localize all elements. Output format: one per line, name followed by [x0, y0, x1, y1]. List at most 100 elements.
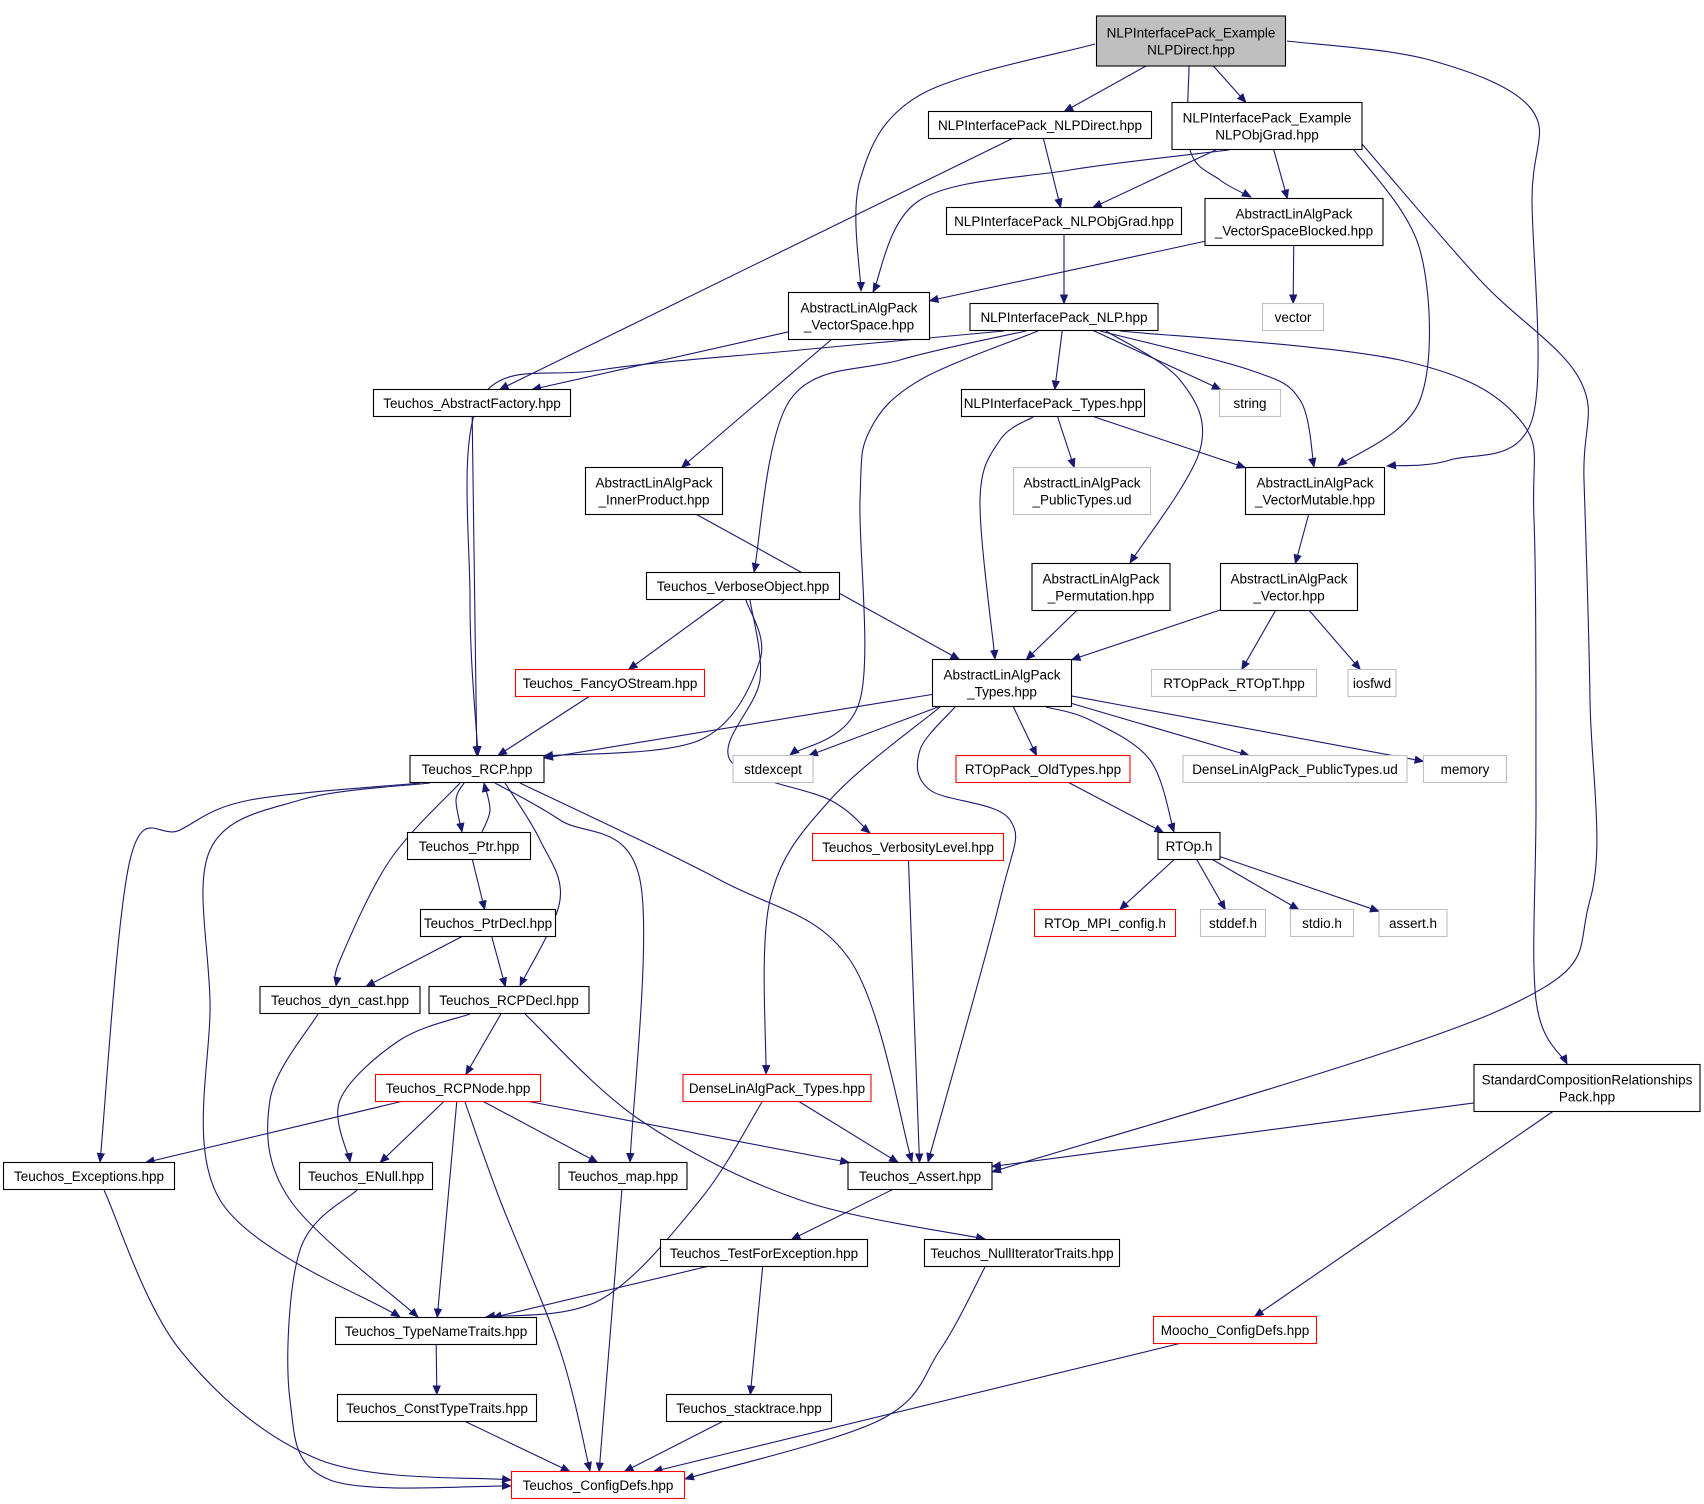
edge-rcpnode-to-map [483, 1101, 599, 1163]
node-label: DenseLinAlgPack_Types.hpp [689, 1081, 865, 1096]
node-label: vector [1275, 310, 1312, 325]
node-ptr[interactable]: Teuchos_Ptr.hpp [406, 831, 532, 861]
node-assert_h: assert.h [1378, 908, 1448, 938]
node-verbositylevel[interactable]: Teuchos_VerbosityLevel.hpp [811, 832, 1005, 862]
edge-line [1253, 1111, 1554, 1318]
edge-line [979, 416, 1034, 660]
node-enull[interactable]: Teuchos_ENull.hpp [298, 1161, 434, 1191]
edge-line [991, 1102, 1475, 1170]
edge-alptypes-to-rtop_h [1045, 706, 1176, 833]
edge-line [103, 1189, 512, 1484]
node-vecmutable[interactable]: AbstractLinAlgPack_VectorMutable.hpp [1244, 466, 1386, 516]
node-box [1171, 101, 1363, 151]
edge-rcp-to-rcpdecl [504, 782, 562, 987]
node-configdefs[interactable]: Teuchos_ConfigDefs.hpp [510, 1470, 686, 1500]
edge-line [727, 599, 871, 834]
node-label: Moocho_ConfigDefs.hpp [1161, 1323, 1310, 1338]
edge-nlp-to-rcp [466, 330, 1005, 756]
edge-line [531, 331, 789, 392]
node-box [659, 1238, 869, 1268]
edge-line [789, 330, 1039, 756]
node-rtopt: RTOpPack_RTOpT.hpp [1150, 668, 1318, 698]
node-vsblocked[interactable]: AbstractLinAlgPack_VectorSpaceBlocked.hp… [1204, 197, 1384, 247]
node-fancyostream[interactable]: Teuchos_FancyOStream.hpp [514, 668, 706, 698]
edge-root-to-vecmutable [1286, 40, 1541, 470]
edge-line [491, 1265, 708, 1320]
node-oldtypes[interactable]: RTOpPack_OldTypes.hpp [955, 754, 1131, 784]
node-label: _VectorSpace.hpp [803, 318, 914, 333]
node-typename[interactable]: Teuchos_TypeNameTraits.hpp [334, 1316, 538, 1346]
node-assert_hpp[interactable]: Teuchos_Assert.hpp [847, 1161, 993, 1191]
edge-ex_objgrad-to-assert_hpp [991, 143, 1598, 1174]
node-nlpobjgrad[interactable]: NLPInterfacePack_NLPObjGrad.hpp [945, 206, 1183, 236]
node-dyncast[interactable]: Teuchos_dyn_cast.hpp [259, 985, 421, 1015]
edge-vectorspace-to-absfactory [531, 331, 789, 392]
node-alptypes[interactable]: AbstractLinAlgPack _Types.hpp [931, 658, 1073, 708]
node-box [298, 1161, 434, 1191]
node-label: Teuchos_VerboseObject.hpp [657, 579, 830, 594]
edge-line [543, 599, 763, 760]
edge-nlp-to-vecmutable [1099, 330, 1317, 468]
edge-permutation-to-alptypes [1025, 610, 1078, 661]
edge-line [1219, 856, 1380, 913]
node-label: AbstractLinAlgPack [1023, 476, 1140, 491]
node-permutation[interactable]: AbstractLinAlgPack_Permutation.hpp [1031, 562, 1171, 612]
edge-line [623, 1421, 723, 1472]
node-label: _PublicTypes.ud [1031, 493, 1131, 508]
node-rcpnode[interactable]: Teuchos_RCPNode.hpp [374, 1073, 542, 1103]
node-rcp[interactable]: Teuchos_RCP.hpp [409, 754, 545, 784]
node-box [1244, 466, 1386, 516]
node-verboseobj[interactable]: Teuchos_VerboseObject.hpp [645, 571, 841, 601]
node-box [645, 571, 841, 601]
node-stacktrace[interactable]: Teuchos_stacktrace.hpp [665, 1393, 833, 1423]
node-ptrdecl[interactable]: Teuchos_PtrDecl.hpp [419, 908, 557, 938]
node-mpiconfig[interactable]: RTOp_MPI_config.h [1033, 908, 1177, 938]
node-box [334, 1316, 538, 1346]
node-mooconfig[interactable]: Moocho_ConfigDefs.hpp [1152, 1315, 1318, 1345]
edge-exceptions-to-configdefs [103, 1189, 512, 1484]
node-stdexcept: stdexcept [732, 754, 814, 784]
node-dlatypes[interactable]: DenseLinAlgPack_Types.hpp [682, 1073, 872, 1103]
edge-ex_objgrad-to-vectorspace [872, 149, 1230, 293]
node-map[interactable]: Teuchos_map.hpp [558, 1161, 688, 1191]
edge-line [1273, 149, 1289, 200]
node-iosfwd: iosfwd [1347, 668, 1397, 698]
node-label: Teuchos_VerbosityLevel.hpp [822, 840, 994, 855]
node-nlpdirect[interactable]: NLPInterfacePack_NLPDirect.hpp [927, 110, 1153, 140]
node-rtop_h[interactable]: RTOp.h [1157, 831, 1221, 861]
edge-line [471, 416, 481, 757]
node-box [1150, 668, 1318, 698]
edge-nlp-to-nlptypes [1051, 330, 1063, 391]
node-exceptions[interactable]: Teuchos_Exceptions.hpp [2, 1161, 176, 1191]
node-consttype[interactable]: Teuchos_ConstTypeTraits.hpp [336, 1393, 538, 1423]
node-nlp[interactable]: NLPInterfacePack_NLP.hpp [969, 302, 1159, 332]
node-label: _Types.hpp [966, 685, 1037, 700]
node-label: Teuchos_Ptr.hpp [419, 839, 520, 854]
node-absfactory[interactable]: Teuchos_AbstractFactory.hpp [372, 388, 572, 418]
node-label: _VectorMutable.hpp [1254, 493, 1375, 508]
edge-rcpdecl-to-nulliter [524, 1013, 986, 1242]
node-box [1219, 562, 1359, 612]
edge-line [746, 1266, 764, 1396]
edge-line [287, 1189, 512, 1490]
edge-rcpnode-to-assert_hpp [528, 1100, 851, 1165]
node-testforexc[interactable]: Teuchos_TestForException.hpp [659, 1238, 869, 1268]
edge-line [96, 782, 421, 1163]
node-label: _VectorSpaceBlocked.hpp [1214, 224, 1373, 239]
node-nulliter[interactable]: Teuchos_NullIteratorTraits.hpp [923, 1238, 1121, 1268]
node-label: Teuchos_map.hpp [568, 1169, 678, 1184]
node-nlptypes[interactable]: NLPInterfacePack_Types.hpp [960, 388, 1146, 418]
edge-dlatypes-to-typename [485, 1101, 763, 1320]
node-innerprod[interactable]: AbstractLinAlgPack_InnerProduct.hpp [584, 466, 724, 516]
node-label: AbstractLinAlgPack [943, 668, 1060, 683]
node-label: Teuchos_stacktrace.hpp [676, 1401, 822, 1416]
node-rcpdecl[interactable]: Teuchos_RCPDecl.hpp [428, 985, 590, 1015]
node-vector_h[interactable]: AbstractLinAlgPack_Vector.hpp [1219, 562, 1359, 612]
edge-line [652, 1342, 1180, 1474]
node-vectorspace[interactable]: AbstractLinAlgPack_VectorSpace.hpp [787, 291, 931, 341]
edge-line [1119, 330, 1568, 1065]
